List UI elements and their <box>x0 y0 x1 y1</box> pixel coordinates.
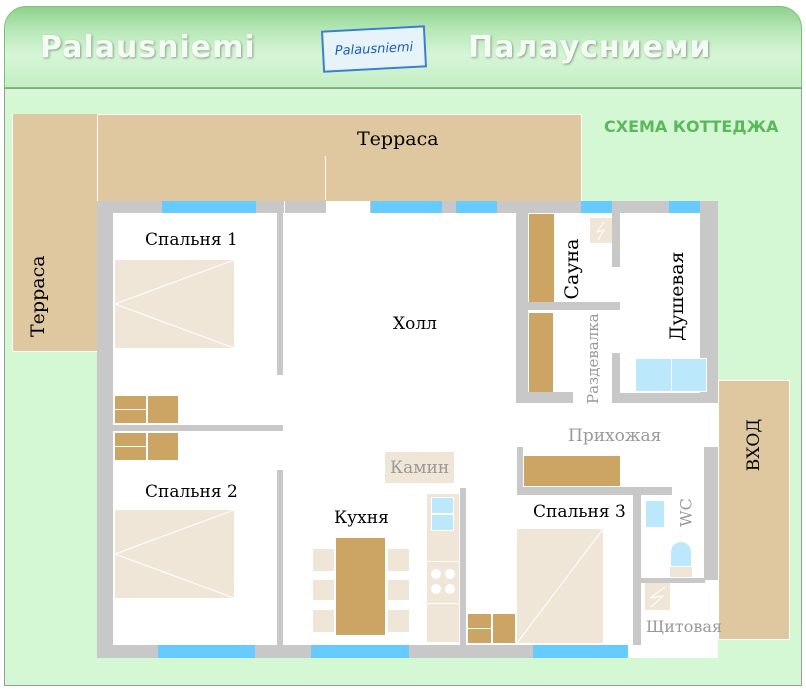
wardrobe <box>147 395 179 424</box>
label-bedroom3: Спальня 3 <box>533 502 626 522</box>
label-hall: Холл <box>393 314 437 334</box>
bed <box>516 528 604 644</box>
plan-title: СХЕМА КОТТЕДЖА <box>604 117 779 136</box>
window <box>669 201 700 213</box>
chair <box>313 610 334 632</box>
window <box>158 645 255 658</box>
heater-icon <box>590 218 612 243</box>
label-bedroom1: Спальня 1 <box>145 230 238 250</box>
stove <box>426 561 460 604</box>
label-hallway: Прихожая <box>568 426 662 446</box>
label-shower: Душевая <box>666 251 688 341</box>
window <box>533 645 628 658</box>
label-bedroom2: Спальня 2 <box>145 482 238 502</box>
label-wc: WC <box>676 498 696 527</box>
bench <box>528 312 554 393</box>
label-terrace-left: Терраса <box>27 255 49 337</box>
entrance-porch <box>718 380 790 640</box>
chair <box>313 580 334 600</box>
dining-table <box>335 537 386 636</box>
window <box>456 201 497 213</box>
fireplace <box>385 452 454 483</box>
label-switchboard: Щитовая <box>646 617 723 636</box>
label-fireplace: Камин <box>390 458 450 478</box>
label-terrace-top: Терраса <box>357 128 439 150</box>
label-entrance: ВХОД <box>744 418 764 472</box>
window <box>311 645 409 658</box>
logo: Palausniemi <box>320 25 428 73</box>
label-kitchen: Кухня <box>334 508 389 528</box>
label-changing-room: Раздевалка <box>584 313 602 404</box>
chair <box>388 549 409 571</box>
sauna-bench <box>528 213 555 303</box>
title-latin: Palausniemi <box>40 30 256 65</box>
shower-tray <box>671 358 707 392</box>
title-cyrillic: Палаусниеми <box>468 30 712 65</box>
chair <box>388 610 409 632</box>
wardrobe <box>492 613 516 644</box>
chair <box>388 580 409 600</box>
label-sauna: Сауна <box>561 238 583 300</box>
window <box>581 201 612 213</box>
kitchen-sink <box>431 514 454 531</box>
window <box>162 201 256 213</box>
cabinet <box>523 455 621 487</box>
bed <box>113 259 235 349</box>
shower-tray <box>635 358 672 392</box>
terrace-left <box>12 114 98 352</box>
bed <box>113 509 235 599</box>
wardrobe <box>147 432 179 461</box>
toilet-icon <box>670 541 692 567</box>
electric-panel-icon <box>645 583 670 610</box>
sink-icon <box>645 500 665 528</box>
chair <box>313 549 334 571</box>
window <box>371 201 442 213</box>
